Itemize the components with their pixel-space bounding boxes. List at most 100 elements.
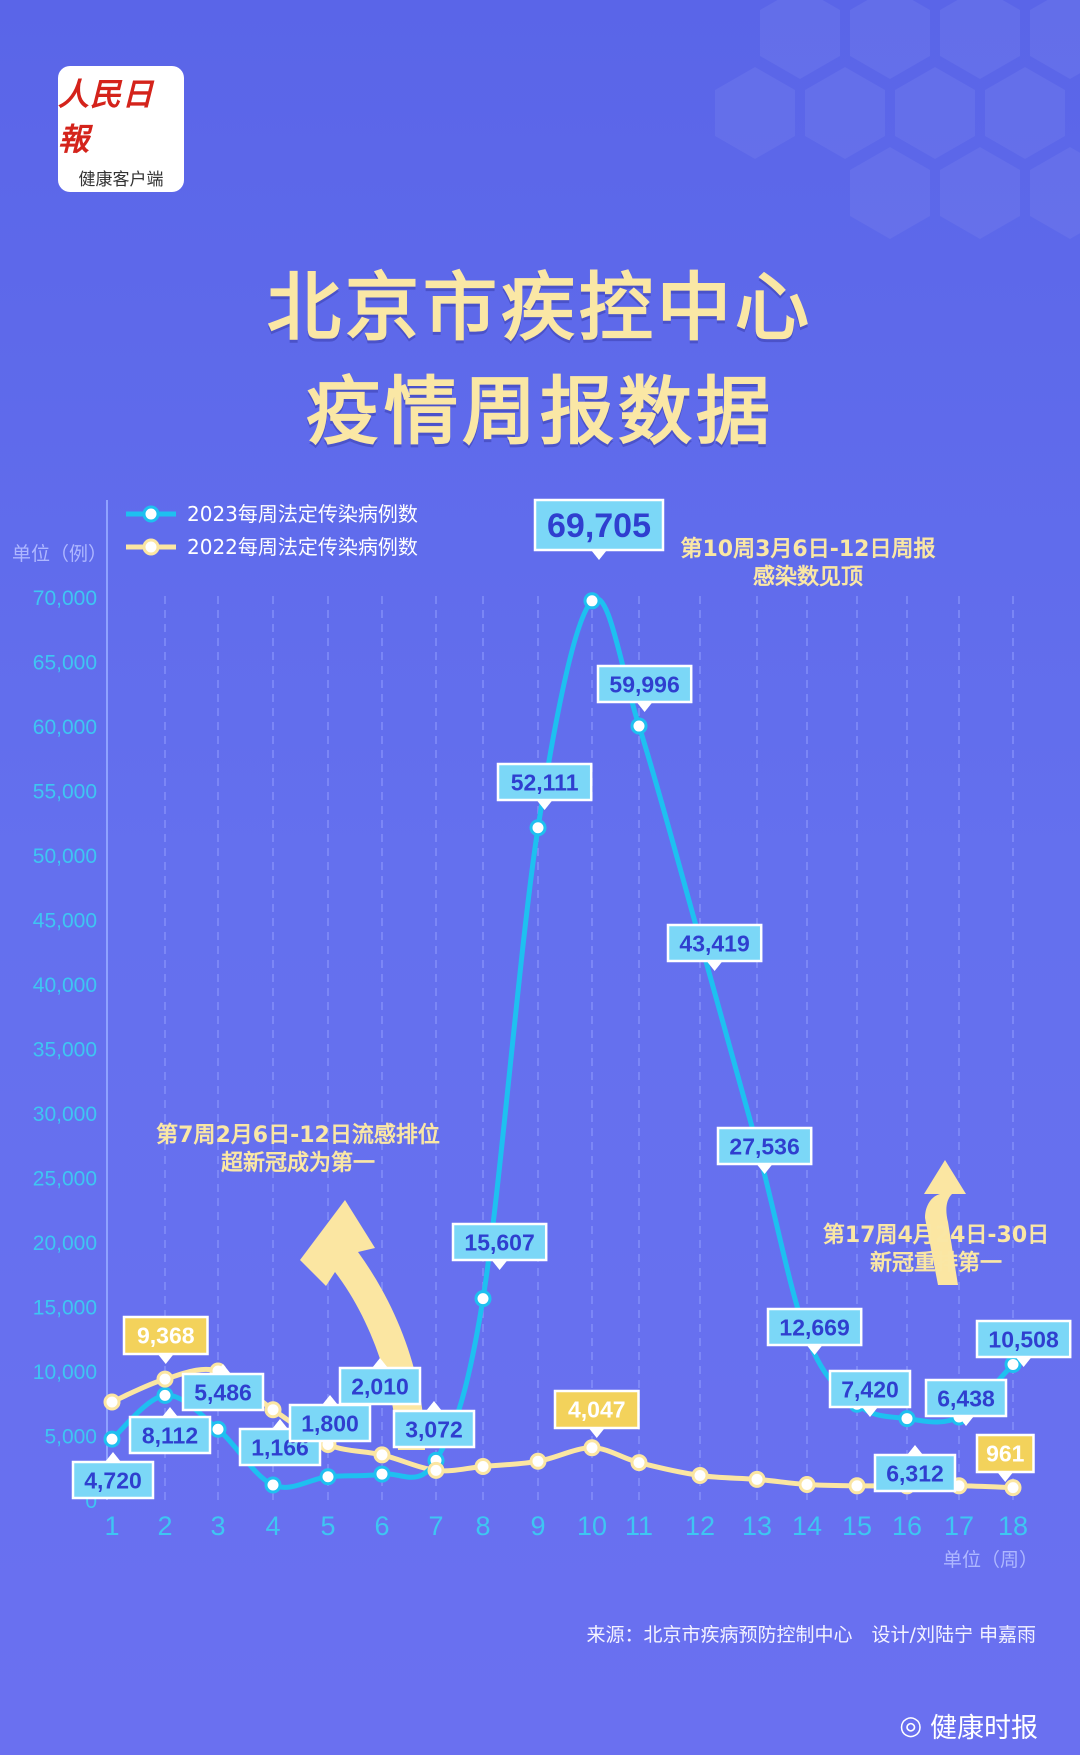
logo-subtitle: 健康客户端 bbox=[78, 169, 164, 190]
data-point-2022 bbox=[264, 1401, 282, 1419]
label-pointer bbox=[591, 550, 607, 560]
data-label-2022: 4,047 bbox=[568, 1397, 626, 1423]
x-tick-label: 10 bbox=[577, 1511, 607, 1541]
line-chart: 05,00010,00015,00020,00025,00030,00035,0… bbox=[12, 498, 1072, 1571]
label-pointer bbox=[706, 961, 723, 971]
data-label-2023: 15,607 bbox=[464, 1229, 534, 1255]
label-pointer bbox=[322, 1395, 338, 1405]
y-axis-title: 单位（例） bbox=[12, 543, 107, 565]
label-box-2023 bbox=[828, 1369, 912, 1409]
label-pointer bbox=[1015, 1357, 1032, 1367]
y-tick-label: 45,000 bbox=[33, 910, 97, 933]
data-point-2022 bbox=[103, 1393, 121, 1411]
weibo-account: 健康时报 bbox=[930, 1713, 1038, 1744]
y-tick-label: 20,000 bbox=[33, 1232, 97, 1255]
label-box-2023 bbox=[288, 1403, 372, 1443]
label-pointer bbox=[997, 1472, 1014, 1482]
data-label-2023: 1,800 bbox=[301, 1410, 359, 1436]
label-pointer bbox=[105, 1452, 121, 1462]
data-label-2023: 3,072 bbox=[405, 1416, 463, 1442]
data-label-2023: 4,720 bbox=[84, 1467, 142, 1493]
data-point-2023 bbox=[264, 1476, 282, 1494]
data-label-2023: 43,419 bbox=[679, 930, 749, 956]
weibo-watermark: ◎ 健康时报 bbox=[899, 1706, 1038, 1745]
data-point-2023 bbox=[156, 1386, 174, 1404]
data-point-2022 bbox=[583, 1439, 601, 1457]
y-tick-label: 50,000 bbox=[33, 845, 97, 868]
x-tick-label: 18 bbox=[998, 1511, 1028, 1541]
data-label-2023: 12,669 bbox=[779, 1314, 849, 1340]
label-box-2023 bbox=[666, 923, 763, 963]
data-point-2023 bbox=[583, 592, 601, 610]
data-label-2023: 8,112 bbox=[142, 1422, 198, 1448]
x-tick-label: 2 bbox=[157, 1511, 172, 1541]
label-box-2023 bbox=[533, 498, 665, 552]
annotation-text: 第10周3月6日-12日周报 bbox=[681, 536, 936, 562]
data-point-2022 bbox=[1004, 1479, 1022, 1497]
label-pointer bbox=[588, 1428, 605, 1438]
label-pointer bbox=[372, 1358, 388, 1368]
data-point-2022 bbox=[848, 1477, 866, 1495]
label-pointer bbox=[157, 1354, 174, 1364]
label-pointer bbox=[215, 1364, 231, 1374]
label-box-2022 bbox=[553, 1389, 640, 1430]
label-box-2023 bbox=[975, 1319, 1072, 1359]
label-box-2023 bbox=[392, 1409, 476, 1449]
label-pointer bbox=[862, 1407, 878, 1417]
data-label-2023: 27,536 bbox=[729, 1133, 799, 1159]
data-point-2022 bbox=[427, 1461, 445, 1479]
legend-label: 2022每周法定传染病例数 bbox=[187, 535, 418, 559]
x-tick-label: 16 bbox=[892, 1511, 922, 1541]
data-point-2022 bbox=[474, 1457, 492, 1475]
x-tick-label: 15 bbox=[842, 1511, 872, 1541]
label-pointer bbox=[907, 1445, 923, 1455]
x-tick-label: 3 bbox=[210, 1511, 225, 1541]
data-label-2023: 2,010 bbox=[351, 1373, 409, 1399]
y-tick-label: 0 bbox=[85, 1490, 97, 1513]
data-label-2023: 10,508 bbox=[988, 1326, 1059, 1352]
x-tick-label: 6 bbox=[374, 1511, 389, 1541]
label-pointer bbox=[272, 1419, 288, 1429]
data-label-2023: 6,438 bbox=[937, 1385, 995, 1411]
x-tick-label: 13 bbox=[742, 1511, 772, 1541]
x-tick-label: 14 bbox=[792, 1511, 822, 1541]
x-tick-label: 4 bbox=[265, 1511, 280, 1541]
data-point-2022 bbox=[529, 1452, 547, 1470]
label-pointer bbox=[162, 1407, 178, 1417]
x-tick-label: 7 bbox=[428, 1511, 443, 1541]
logo-name: 人民日報 bbox=[58, 76, 154, 158]
label-box-2022 bbox=[122, 1315, 209, 1356]
data-point-2023 bbox=[898, 1410, 916, 1428]
annotation-text: 感染数见顶 bbox=[753, 564, 863, 590]
label-box-2023 bbox=[924, 1378, 1008, 1418]
y-tick-label: 15,000 bbox=[33, 1297, 97, 1320]
page-title-line2: 疫情周报数据 bbox=[306, 369, 774, 455]
data-point-2022 bbox=[156, 1370, 174, 1388]
annotation-text: 超新冠成为第一 bbox=[221, 1150, 375, 1176]
data-label-2023: 7,420 bbox=[841, 1376, 899, 1402]
label-pointer bbox=[756, 1164, 773, 1174]
annotation-text: 第7周2月6日-12日流感排位 bbox=[156, 1122, 440, 1148]
label-pointer bbox=[636, 702, 653, 712]
annotation-text: 新冠重排第一 bbox=[870, 1250, 1002, 1276]
y-tick-label: 5,000 bbox=[44, 1426, 97, 1449]
data-point-2023 bbox=[103, 1430, 121, 1448]
data-point-2022 bbox=[691, 1466, 709, 1484]
data-label-2023: 5,486 bbox=[194, 1379, 252, 1405]
label-box-2023 bbox=[71, 1460, 155, 1500]
x-tick-label: 12 bbox=[685, 1511, 715, 1541]
series-2023-line bbox=[109, 596, 1016, 1490]
y-tick-label: 25,000 bbox=[33, 1168, 97, 1191]
logo: 人民日報 健康客户端 bbox=[58, 66, 184, 192]
data-point-2023 bbox=[319, 1468, 337, 1486]
source-credit: 来源：北京市疾病预防控制中心 设计/刘陆宁 申嘉雨 bbox=[586, 1624, 1036, 1646]
data-label-2022: 9,368 bbox=[137, 1323, 195, 1349]
page-title-line1: 北京市疾控中心 bbox=[267, 265, 813, 351]
x-tick-label: 5 bbox=[320, 1511, 335, 1541]
y-tick-label: 10,000 bbox=[33, 1361, 97, 1384]
data-point-2022 bbox=[373, 1446, 391, 1464]
legend-swatch-marker bbox=[142, 538, 160, 556]
label-box-2023 bbox=[496, 762, 593, 802]
x-tick-label: 11 bbox=[625, 1511, 653, 1541]
data-label-2023: 69,705 bbox=[547, 507, 651, 545]
